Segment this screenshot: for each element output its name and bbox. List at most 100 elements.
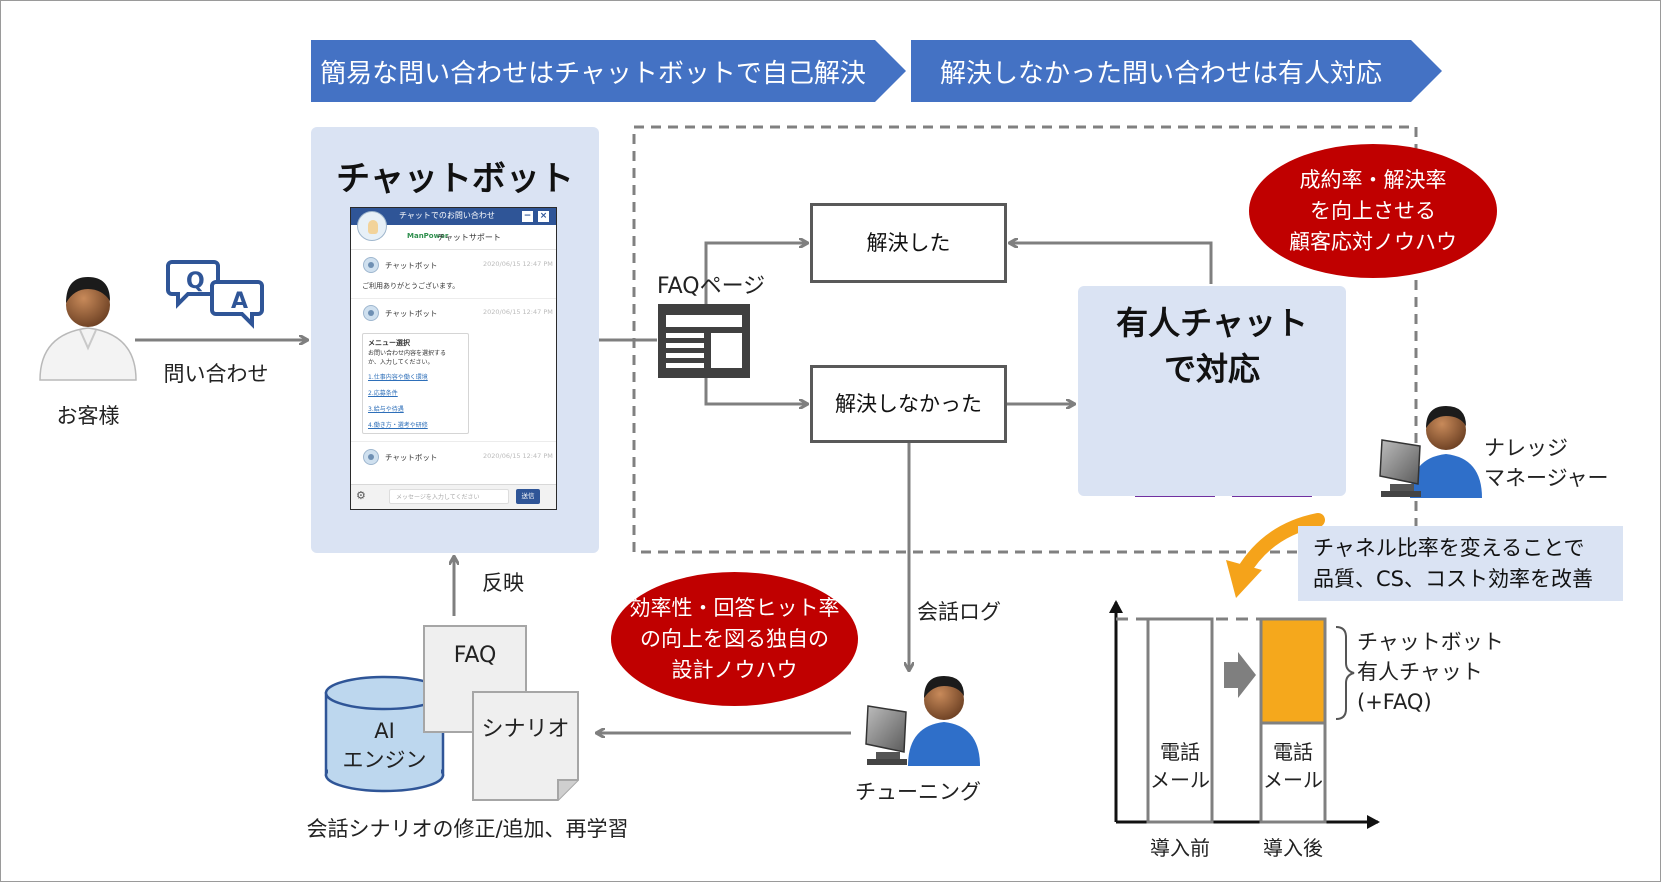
chatbot-footer: ⚙ メッセージを入力してください 送信 [351, 484, 556, 509]
bot-avatar-icon [363, 449, 379, 465]
menu-title: メニュー選択 [368, 339, 410, 347]
oval-bottom-line3: 設計ノウハウ [671, 657, 798, 682]
ai-engine-label: AI エンジン [326, 717, 443, 775]
menu-link[interactable]: 3.給与や待遇 [368, 406, 404, 413]
message-input[interactable]: メッセージを入力してください [389, 489, 509, 504]
orange-curve-arrow [1236, 513, 1325, 579]
resolved-box: 解決した [810, 203, 1007, 283]
menu-desc: お問い合わせ内容を選択する [368, 350, 447, 357]
message-time: 2020/06/15 12:47 PM [483, 308, 553, 316]
oval-design-knowhow: 効率性・回答ヒット率 の向上を図る独自の 設計ノウハウ [611, 572, 858, 706]
knowledge-manager-line1: ナレッジ [1484, 436, 1568, 460]
chatbot-title: チャットボット [336, 159, 574, 199]
scenario-doc-label: シナリオ [481, 717, 570, 742]
channel-ratio-chart [1109, 600, 1380, 829]
bot-name: チャットボット [385, 309, 438, 318]
qa-bubbles-icon: Q A [166, 260, 264, 329]
bar-after-seg2: メール [1263, 768, 1323, 792]
unresolved-box: 解決しなかった [810, 365, 1007, 443]
greeting-message: ご利用ありがとうございます。 [362, 282, 460, 290]
knowledge-manager-line2: マネージャー [1484, 466, 1609, 490]
gear-icon[interactable]: ⚙ [356, 489, 366, 502]
bar-before-seg2: メール [1150, 768, 1210, 792]
message-time: 2020/06/15 12:47 PM [483, 452, 553, 460]
orange-arrowhead [1226, 560, 1262, 598]
chatbot-subheader: ManPower チャットサポート [351, 225, 556, 250]
faq-doc-label: FAQ [453, 643, 497, 668]
menu-link[interactable]: 1.仕事内容や働く環境 [368, 374, 428, 381]
chatbot-window-header: チャットでのお問い合わせ − × [351, 208, 556, 225]
human-chat-line1: 有人チャット [1116, 304, 1308, 342]
tuning-label: チューニング [855, 780, 981, 804]
menu-link[interactable]: 2.応募条件 [368, 390, 398, 397]
customer-label: お客様 [56, 404, 120, 428]
menu-link[interactable]: 4.働き方・選考や研修 [368, 422, 428, 429]
human-chat-title: 有人チャット で対応 [1078, 300, 1346, 392]
bot-avatar-icon [363, 257, 379, 273]
brace-label-1: チャットボット [1357, 630, 1504, 654]
knowledge-manager-icon [1379, 406, 1482, 498]
gray-right-arrow [1224, 652, 1256, 698]
arrow-human-to-resolved [1010, 243, 1213, 284]
customer-person-icon [39, 277, 137, 381]
bar-after-chatbot-segment [1259, 617, 1327, 725]
bot-name: チャットボット [385, 453, 438, 462]
bar-after-seg1: 電話 [1273, 740, 1313, 764]
bot-name: チャットボット [385, 261, 438, 270]
ai-engine-line2: エンジン [342, 748, 427, 772]
menu-desc: か、入力してください。 [368, 359, 434, 366]
brace-label: チャットボット 有人チャット (+FAQ) [1357, 627, 1504, 717]
message-time: 2020/06/15 12:47 PM [483, 260, 553, 268]
message-divider [351, 298, 556, 299]
bar-after-phone-segment [1259, 721, 1327, 824]
human-chat-panel: 有人チャット で対応 [1078, 286, 1346, 496]
send-button[interactable]: 送信 [516, 489, 540, 504]
bar-after-segment-label: 電話 メール [1261, 738, 1325, 794]
inquiry-label: 問い合わせ [163, 362, 269, 386]
bar-before [1146, 617, 1214, 824]
note-line1: チャネル比率を変えることで [1313, 536, 1585, 560]
arrow-to-resolved [704, 243, 807, 305]
brand-logo: ManPower [407, 232, 449, 240]
oval-bottom-line1: 効率性・回答ヒット率 [629, 595, 840, 620]
chart-brace [1335, 626, 1355, 720]
note-line2: 品質、CS、コスト効率を改善 [1313, 567, 1593, 591]
knowledge-manager-label: ナレッジ マネージャー [1484, 433, 1609, 493]
conversation-log-label: 会話ログ [917, 600, 1001, 624]
banner-self-solve [311, 40, 906, 102]
banner-self-solve-label: 簡易な問い合わせはチャットボットで自己解決 [320, 59, 866, 89]
menu-card: メニュー選択 お問い合わせ内容を選択する か、入力してください。 1.仕事内容や… [362, 333, 469, 434]
arrow-to-unresolved [704, 375, 807, 404]
oval-customer-knowhow: 成約率・解決率 を向上させる 顧客応対ノウハウ [1249, 144, 1497, 278]
chatbot-avatar-icon [357, 211, 387, 241]
bar-after-label: 導入後 [1263, 836, 1323, 860]
chatbot-panel: チャットボット チャットでのお問い合わせ − × ManPower チャットサポ… [311, 127, 599, 553]
chatbot-window-title: チャットでのお問い合わせ [399, 211, 495, 220]
scenario-document [472, 691, 579, 801]
svg-text:Q: Q [186, 269, 205, 294]
close-button[interactable]: × [538, 211, 549, 222]
channel-ratio-note: チャネル比率を変えることで 品質、CS、コスト効率を改善 [1298, 526, 1623, 601]
minimize-button[interactable]: − [522, 211, 533, 222]
bar-before-seg1: 電話 [1160, 740, 1200, 764]
chatbot-subtitle: チャットサポート [437, 233, 501, 242]
brace-label-3: (+FAQ) [1357, 690, 1432, 714]
oval-top-line1: 成約率・解決率 [1299, 167, 1447, 192]
bot-avatar-icon [363, 305, 379, 321]
banner-human-label: 解決しなかった問い合わせは有人対応 [939, 59, 1382, 89]
banner-human [911, 40, 1442, 102]
oval-top-line2: を向上させる [1310, 198, 1436, 223]
bar-before-label: 導入前 [1150, 836, 1210, 860]
human-chat-line2: で対応 [1163, 350, 1260, 388]
bottom-caption: 会話シナリオの修正/追加、再学習 [306, 817, 629, 841]
svg-text:A: A [231, 289, 248, 314]
chatbot-window: チャットでのお問い合わせ − × ManPower チャットサポート チャットボ… [350, 207, 557, 510]
reflect-label: 反映 [482, 571, 524, 595]
bar-before-segment-label: 電話 メール [1148, 738, 1212, 794]
message-divider [351, 441, 556, 442]
faq-page-icon [658, 304, 750, 378]
brace-label-2: 有人チャット [1357, 660, 1483, 684]
ai-engine-line1: AI [374, 719, 395, 743]
